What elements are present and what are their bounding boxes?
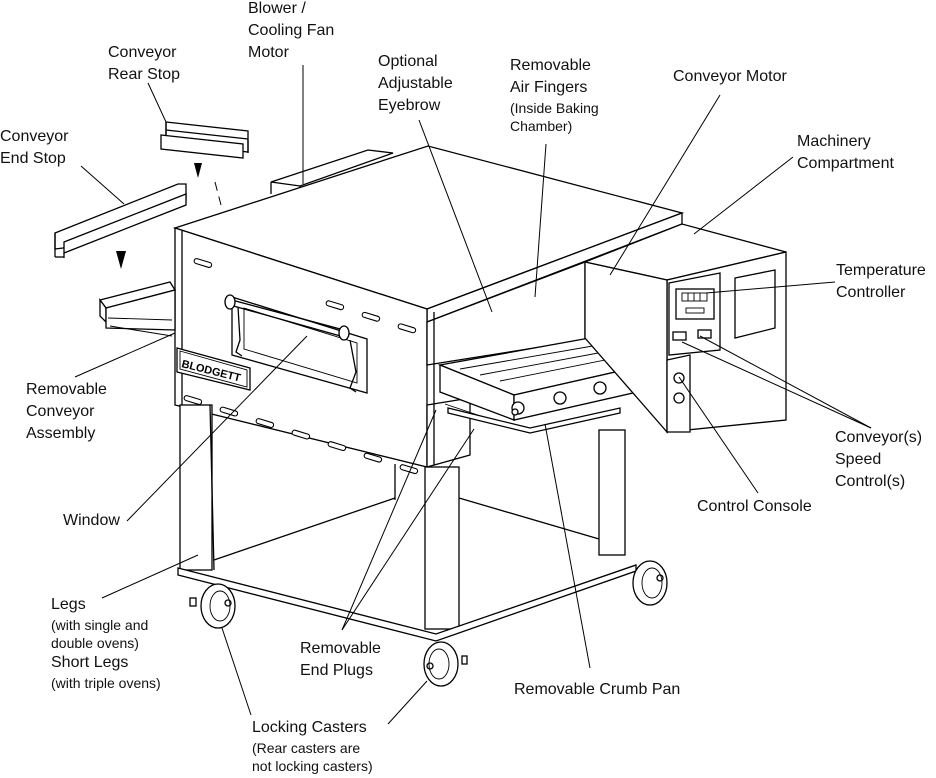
label-line: Machinery (797, 133, 871, 150)
label-note: (Inside Baking (510, 100, 599, 116)
label-control-console: Control Console (697, 496, 812, 518)
label-line: Motor (248, 44, 289, 61)
label-line: End Stop (0, 150, 66, 167)
label-line: Control Console (697, 498, 812, 515)
label-conveyor-rear-stop: Conveyor Rear Stop (108, 42, 180, 86)
label-line: Conveyor (26, 403, 95, 420)
vent-slot (255, 418, 275, 429)
caster-front-middle (423, 641, 468, 687)
oven-window (224, 294, 368, 394)
machinery-compartment (582, 223, 787, 434)
label-note: Chamber) (510, 118, 573, 134)
label-removable-conveyor-assembly: Removable Conveyor Assembly (26, 379, 107, 445)
caster-right (632, 560, 668, 606)
label-optional-adjustable-eyebrow: Optional Adjustable Eyebrow (378, 51, 453, 117)
conveyor-rear-stop-part (160, 121, 249, 159)
vent-slot (291, 429, 311, 440)
label-note: double ovens) (51, 635, 139, 651)
vent-slot (183, 395, 203, 405)
label-line: End Plugs (300, 662, 373, 679)
label-line: Removable (26, 381, 107, 398)
vent-slot (361, 311, 381, 322)
label-note: (with single and (51, 617, 149, 633)
label-line: Conveyor(s) (835, 429, 923, 446)
arrow-down-icon (116, 251, 126, 269)
label-locking-casters: Locking Casters (Rear casters are not lo… (252, 717, 373, 775)
label-line: Removable Crumb Pan (514, 681, 681, 698)
leader-lines (74, 65, 872, 725)
dashed-guide (214, 181, 222, 206)
vent-slot (219, 406, 239, 417)
caster-front-left (189, 583, 236, 629)
label-blower-cooling-fan-motor: Blower / Cooling Fan Motor (248, 0, 334, 64)
label-line: Conveyor (0, 128, 69, 145)
crumb-pan (447, 407, 621, 434)
label-line: Window (63, 512, 120, 529)
label-line: Removable (510, 57, 591, 74)
label-temperature-controller: Temperature Controller (836, 260, 926, 304)
label-window: Window (63, 510, 120, 532)
conveyor-left-end (98, 281, 177, 337)
label-conveyor-end-stop: Conveyor End Stop (0, 126, 68, 170)
vent-slot (327, 441, 347, 452)
vent-slots (183, 258, 419, 475)
label-line: Rear Stop (108, 66, 181, 83)
label-line: Legs (51, 596, 86, 613)
label-line: Eyebrow (378, 97, 441, 114)
oven-stand (177, 404, 637, 642)
vent-slot (325, 300, 345, 311)
label-line: Blower / (248, 0, 306, 17)
conveyor-end-stop-part (54, 183, 187, 258)
label-removable-end-plugs: Removable End Plugs (300, 638, 381, 682)
label-line: Locking Casters (252, 719, 367, 736)
label-line: Assembly (26, 425, 96, 442)
label-conveyor-speed-controls: Conveyor(s) Speed Control(s) (835, 427, 922, 493)
label-note: not locking casters) (252, 758, 373, 774)
label-line: Control(s) (835, 473, 906, 490)
label-line: Temperature (836, 262, 926, 279)
label-removable-air-fingers: Removable Air Fingers (Inside Baking Cha… (510, 55, 599, 135)
vent-slot (193, 258, 213, 268)
arrow-down-icon (194, 163, 202, 178)
label-line: Cooling Fan (248, 22, 335, 39)
vent-slot (399, 464, 419, 475)
label-line: Controller (836, 284, 906, 301)
label-note: (with triple ovens) (51, 675, 161, 691)
label-machinery-compartment: Machinery Compartment (797, 131, 894, 175)
label-line: Speed (835, 451, 882, 468)
label-line: Conveyor Motor (673, 68, 787, 85)
label-line: Adjustable (378, 75, 453, 92)
label-line: Compartment (797, 155, 894, 172)
label-line: Optional (378, 53, 438, 70)
label-line: Conveyor (108, 44, 177, 61)
vent-slot (363, 452, 383, 463)
label-note: (Rear casters are (252, 740, 361, 756)
label-legs: Legs (with single and double ovens) Shor… (51, 594, 161, 692)
label-line: Air Fingers (510, 79, 588, 96)
label-line: Removable (300, 640, 381, 657)
label-line: Short Legs (51, 654, 129, 671)
vent-slot (397, 323, 417, 334)
label-conveyor-motor: Conveyor Motor (673, 66, 787, 88)
label-removable-crumb-pan: Removable Crumb Pan (514, 679, 680, 701)
